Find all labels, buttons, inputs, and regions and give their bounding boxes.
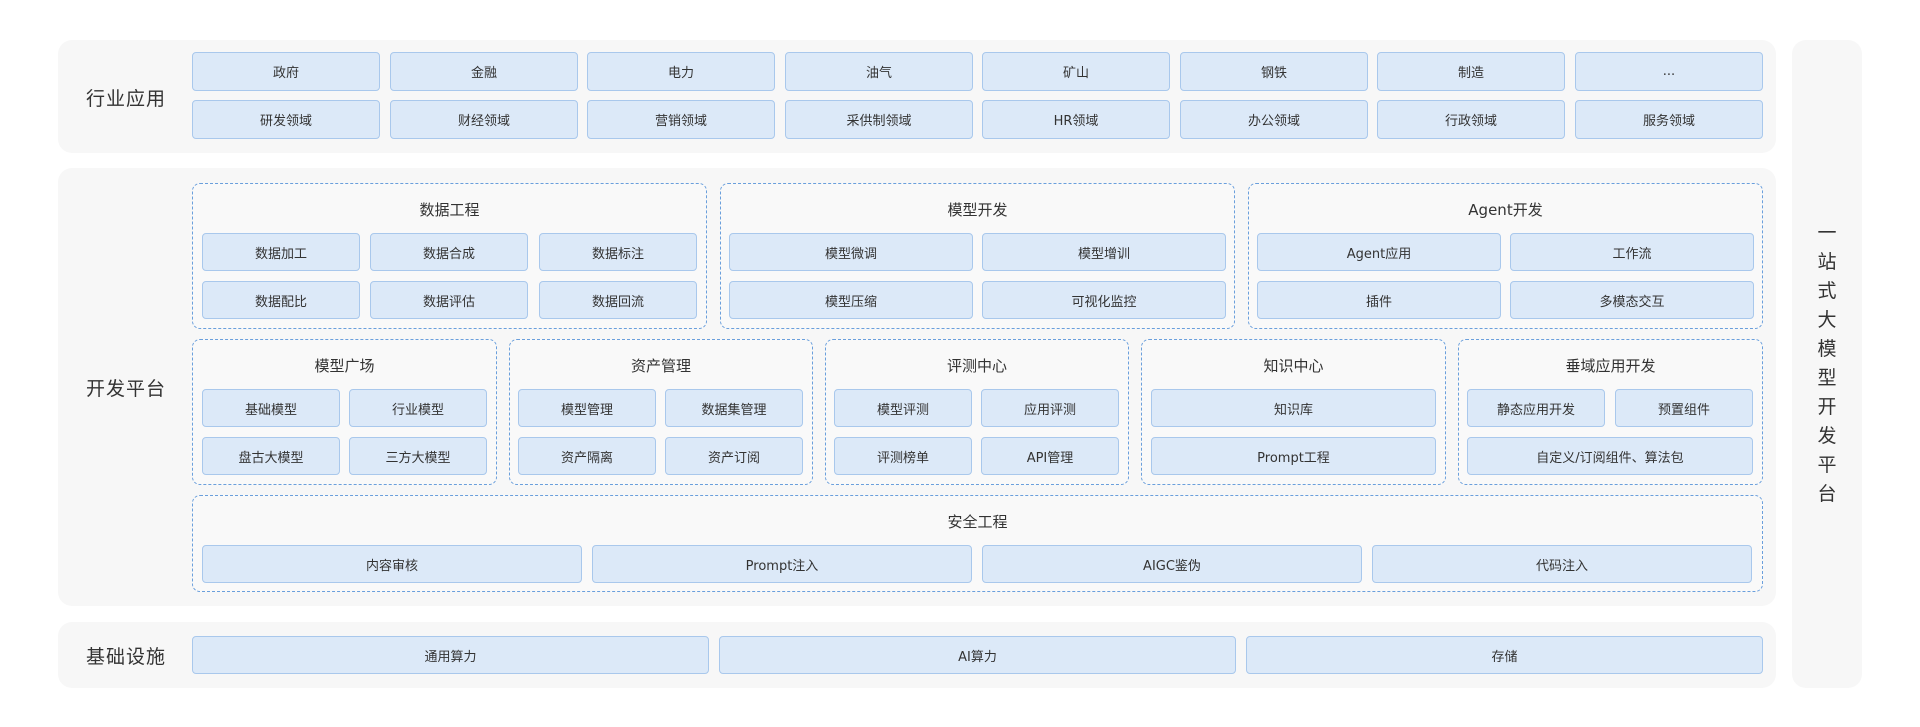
asset-mgmt-chip[interactable]: 模型管理 xyxy=(518,389,656,427)
industry-chip[interactable]: 钢铁 xyxy=(1180,52,1368,91)
industry-chip[interactable]: 政府 xyxy=(192,52,380,91)
data-engineering-chip[interactable]: 数据配比 xyxy=(202,281,360,319)
vertical-dev-title: 垂域应用开发 xyxy=(1565,357,1656,375)
infrastructure-chip[interactable]: AI算力 xyxy=(719,636,1236,674)
eval-center-chip[interactable]: 评测榜单 xyxy=(834,437,972,475)
model-square-chip[interactable]: 盘古大模型 xyxy=(202,437,340,475)
eval-center-chip[interactable]: 应用评测 xyxy=(981,389,1119,427)
model-dev-chip[interactable]: 模型增训 xyxy=(982,233,1226,271)
dev-platform-layer-title: 开发平台 xyxy=(86,378,167,400)
asset-mgmt-title: 资产管理 xyxy=(630,357,691,375)
vertical-dev-chip[interactable]: 预置组件 xyxy=(1615,389,1753,427)
industry-chip[interactable]: 油气 xyxy=(785,52,973,91)
domain-chip[interactable]: 行政领域 xyxy=(1377,100,1565,139)
domain-chip[interactable]: HR领域 xyxy=(982,100,1170,139)
data-engineering-chip[interactable]: 数据加工 xyxy=(202,233,360,271)
industry-chip[interactable]: 矿山 xyxy=(982,52,1170,91)
model-square-chip[interactable]: 三方大模型 xyxy=(349,437,487,475)
side-title-char: 站 xyxy=(1817,251,1837,273)
domain-chip[interactable]: 采供制领域 xyxy=(785,100,973,139)
industry-chip[interactable]: ... xyxy=(1575,52,1763,91)
data-engineering-chip[interactable]: 数据标注 xyxy=(539,233,697,271)
knowledge-center-chip[interactable]: Prompt工程 xyxy=(1151,437,1436,475)
side-title-char: 开 xyxy=(1817,396,1837,418)
security-chip[interactable]: Prompt注入 xyxy=(592,545,972,583)
agent-dev-chip[interactable]: 工作流 xyxy=(1510,233,1754,271)
security-chip[interactable]: AIGC鉴伪 xyxy=(982,545,1362,583)
data-engineering-chip[interactable]: 数据评估 xyxy=(370,281,528,319)
industry-layer-title: 行业应用 xyxy=(86,88,167,110)
agent-dev-chip[interactable]: 多模态交互 xyxy=(1510,281,1754,319)
knowledge-center-chip[interactable]: 知识库 xyxy=(1151,389,1436,427)
agent-dev-chip[interactable]: 插件 xyxy=(1257,281,1501,319)
side-title-char: 式 xyxy=(1817,280,1837,302)
asset-mgmt-chip[interactable]: 资产隔离 xyxy=(518,437,656,475)
model-square-title: 模型广场 xyxy=(314,357,375,375)
security-chip[interactable]: 代码注入 xyxy=(1372,545,1752,583)
model-square-chip[interactable]: 行业模型 xyxy=(349,389,487,427)
model-dev-title: 模型开发 xyxy=(947,201,1008,219)
eval-center-chip[interactable]: API管理 xyxy=(981,437,1119,475)
side-title-char: 型 xyxy=(1817,367,1837,389)
vertical-dev-chip[interactable]: 静态应用开发 xyxy=(1467,389,1605,427)
platform-side-banner: 一 站 式 大 模 型 开 发 平 台 xyxy=(1792,40,1862,688)
industry-chip[interactable]: 电力 xyxy=(587,52,775,91)
vertical-dev-chip[interactable]: 自定义/订阅组件、算法包 xyxy=(1467,437,1753,475)
agent-dev-title: Agent开发 xyxy=(1468,201,1543,219)
domain-chip[interactable]: 财经领域 xyxy=(390,100,578,139)
domain-chip[interactable]: 服务领域 xyxy=(1575,100,1763,139)
security-chip[interactable]: 内容审核 xyxy=(202,545,582,583)
model-dev-chip[interactable]: 模型微调 xyxy=(729,233,973,271)
side-title-char: 一 xyxy=(1817,222,1837,244)
model-dev-chip[interactable]: 可视化监控 xyxy=(982,281,1226,319)
infrastructure-layer-title: 基础设施 xyxy=(86,646,167,668)
data-engineering-chip[interactable]: 数据回流 xyxy=(539,281,697,319)
domain-chip[interactable]: 营销领域 xyxy=(587,100,775,139)
industry-chip[interactable]: 制造 xyxy=(1377,52,1565,91)
data-engineering-chip[interactable]: 数据合成 xyxy=(370,233,528,271)
side-title-char: 平 xyxy=(1817,454,1837,476)
asset-mgmt-chip[interactable]: 资产订阅 xyxy=(665,437,803,475)
knowledge-center-title: 知识中心 xyxy=(1263,357,1324,375)
data-engineering-title: 数据工程 xyxy=(419,201,480,219)
model-dev-chip[interactable]: 模型压缩 xyxy=(729,281,973,319)
side-title-char: 模 xyxy=(1817,338,1837,360)
side-title-char: 台 xyxy=(1817,483,1837,505)
model-square-chip[interactable]: 基础模型 xyxy=(202,389,340,427)
eval-center-title: 评测中心 xyxy=(946,357,1007,375)
side-title-char: 发 xyxy=(1817,425,1837,447)
security-title: 安全工程 xyxy=(947,513,1008,531)
asset-mgmt-chip[interactable]: 数据集管理 xyxy=(665,389,803,427)
domain-chip[interactable]: 研发领域 xyxy=(192,100,380,139)
domain-chip[interactable]: 办公领域 xyxy=(1180,100,1368,139)
side-title-char: 大 xyxy=(1817,309,1837,331)
agent-dev-chip[interactable]: Agent应用 xyxy=(1257,233,1501,271)
eval-center-chip[interactable]: 模型评测 xyxy=(834,389,972,427)
infrastructure-chip[interactable]: 存储 xyxy=(1246,636,1763,674)
infrastructure-chip[interactable]: 通用算力 xyxy=(192,636,709,674)
industry-chip[interactable]: 金融 xyxy=(390,52,578,91)
